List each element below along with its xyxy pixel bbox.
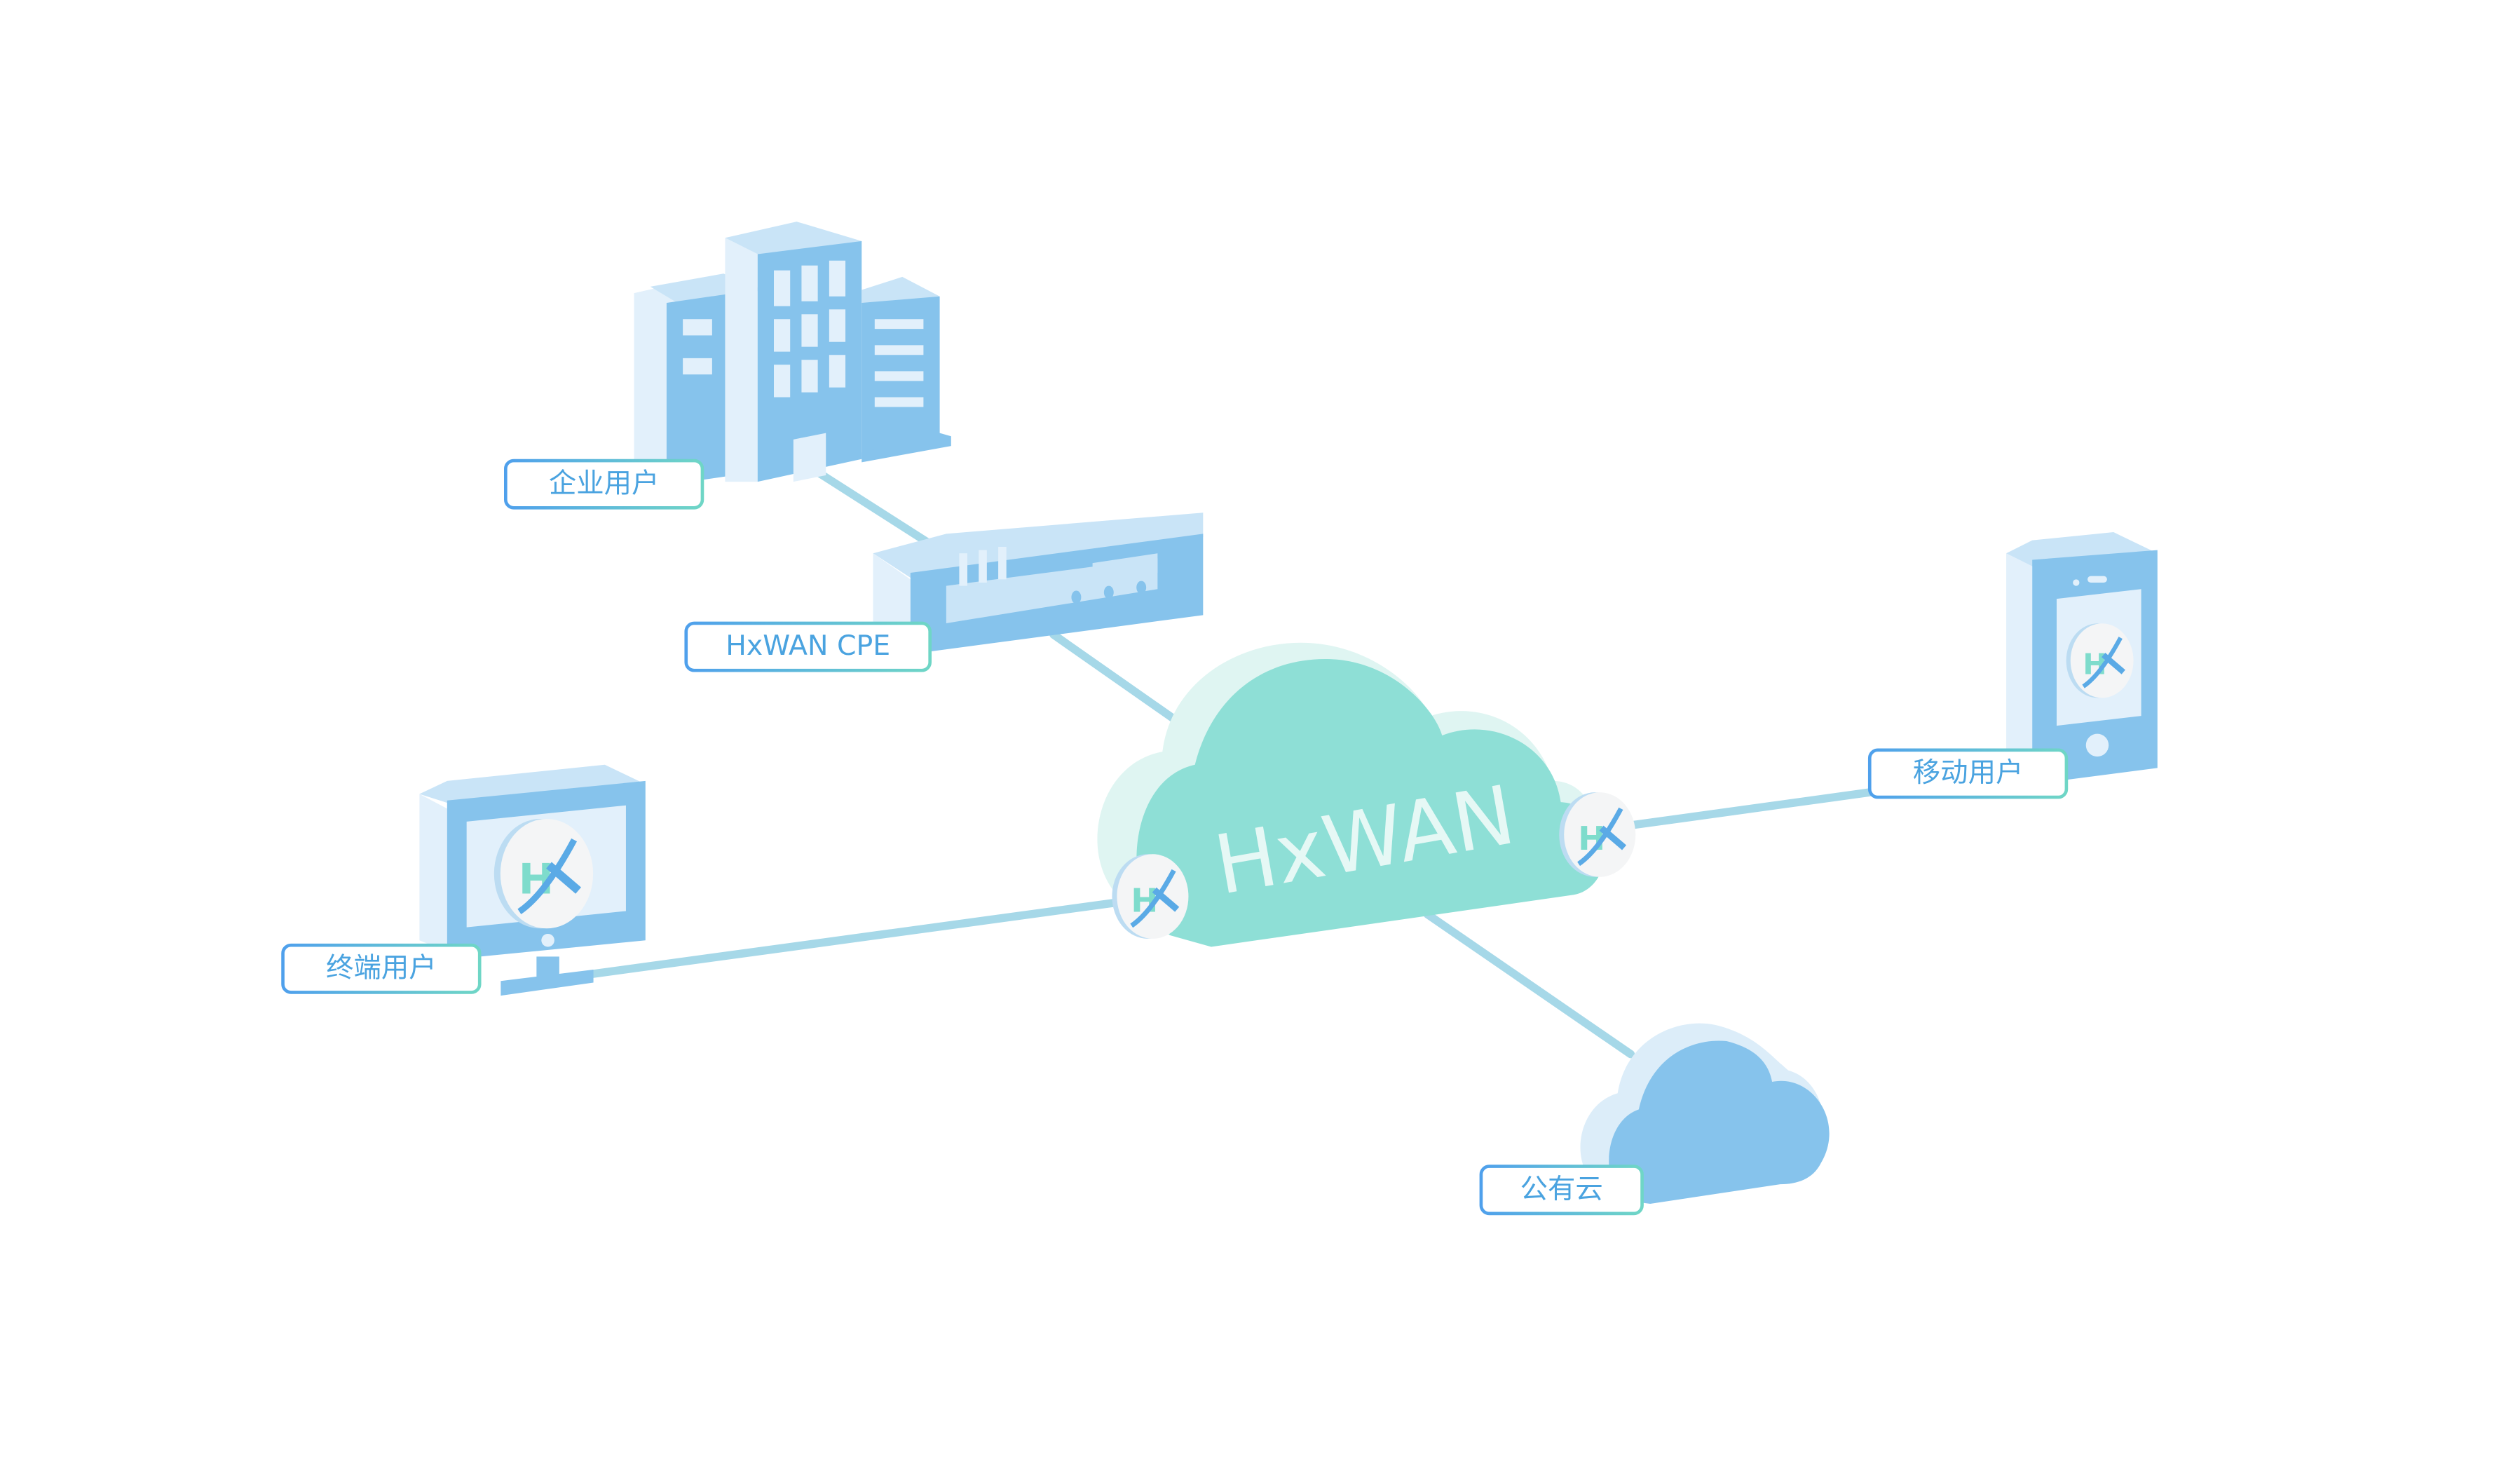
link-enterprise-cpe <box>801 459 944 555</box>
enterprise-label: 企业用户 <box>504 459 704 510</box>
hx-badge-right-icon <box>1559 792 1635 877</box>
terminal-monitor-icon <box>419 764 646 996</box>
mobile-phone-icon <box>2006 532 2158 785</box>
cpe-label-text: HxWAN CPE <box>726 630 890 662</box>
enterprise-building-icon <box>634 222 951 489</box>
mobile-label: 移动用户 <box>1867 748 2069 799</box>
link-core-mobile <box>1630 788 1874 829</box>
link-core-public-cloud <box>1423 910 1635 1059</box>
mobile-hx-icon <box>2066 623 2134 698</box>
mobile-label-text: 移动用户 <box>1913 756 2024 789</box>
cpe-device-icon <box>873 513 1204 655</box>
public-cloud-label: 公有云 <box>1479 1165 1644 1216</box>
hx-badge-left-icon <box>1112 854 1188 939</box>
link-core-terminal <box>548 899 1118 984</box>
public-cloud-label-text: 公有云 <box>1520 1173 1603 1205</box>
enterprise-label-text: 企业用户 <box>549 467 660 499</box>
hxwan-core-cloud: HxWAN <box>1097 642 1606 947</box>
terminal-hx-icon <box>494 819 593 928</box>
public-cloud-icon <box>1580 1023 1830 1204</box>
cpe-label: HxWAN CPE <box>684 621 932 672</box>
terminal-label-text: 终端用户 <box>326 951 437 984</box>
terminal-label: 终端用户 <box>281 943 482 994</box>
